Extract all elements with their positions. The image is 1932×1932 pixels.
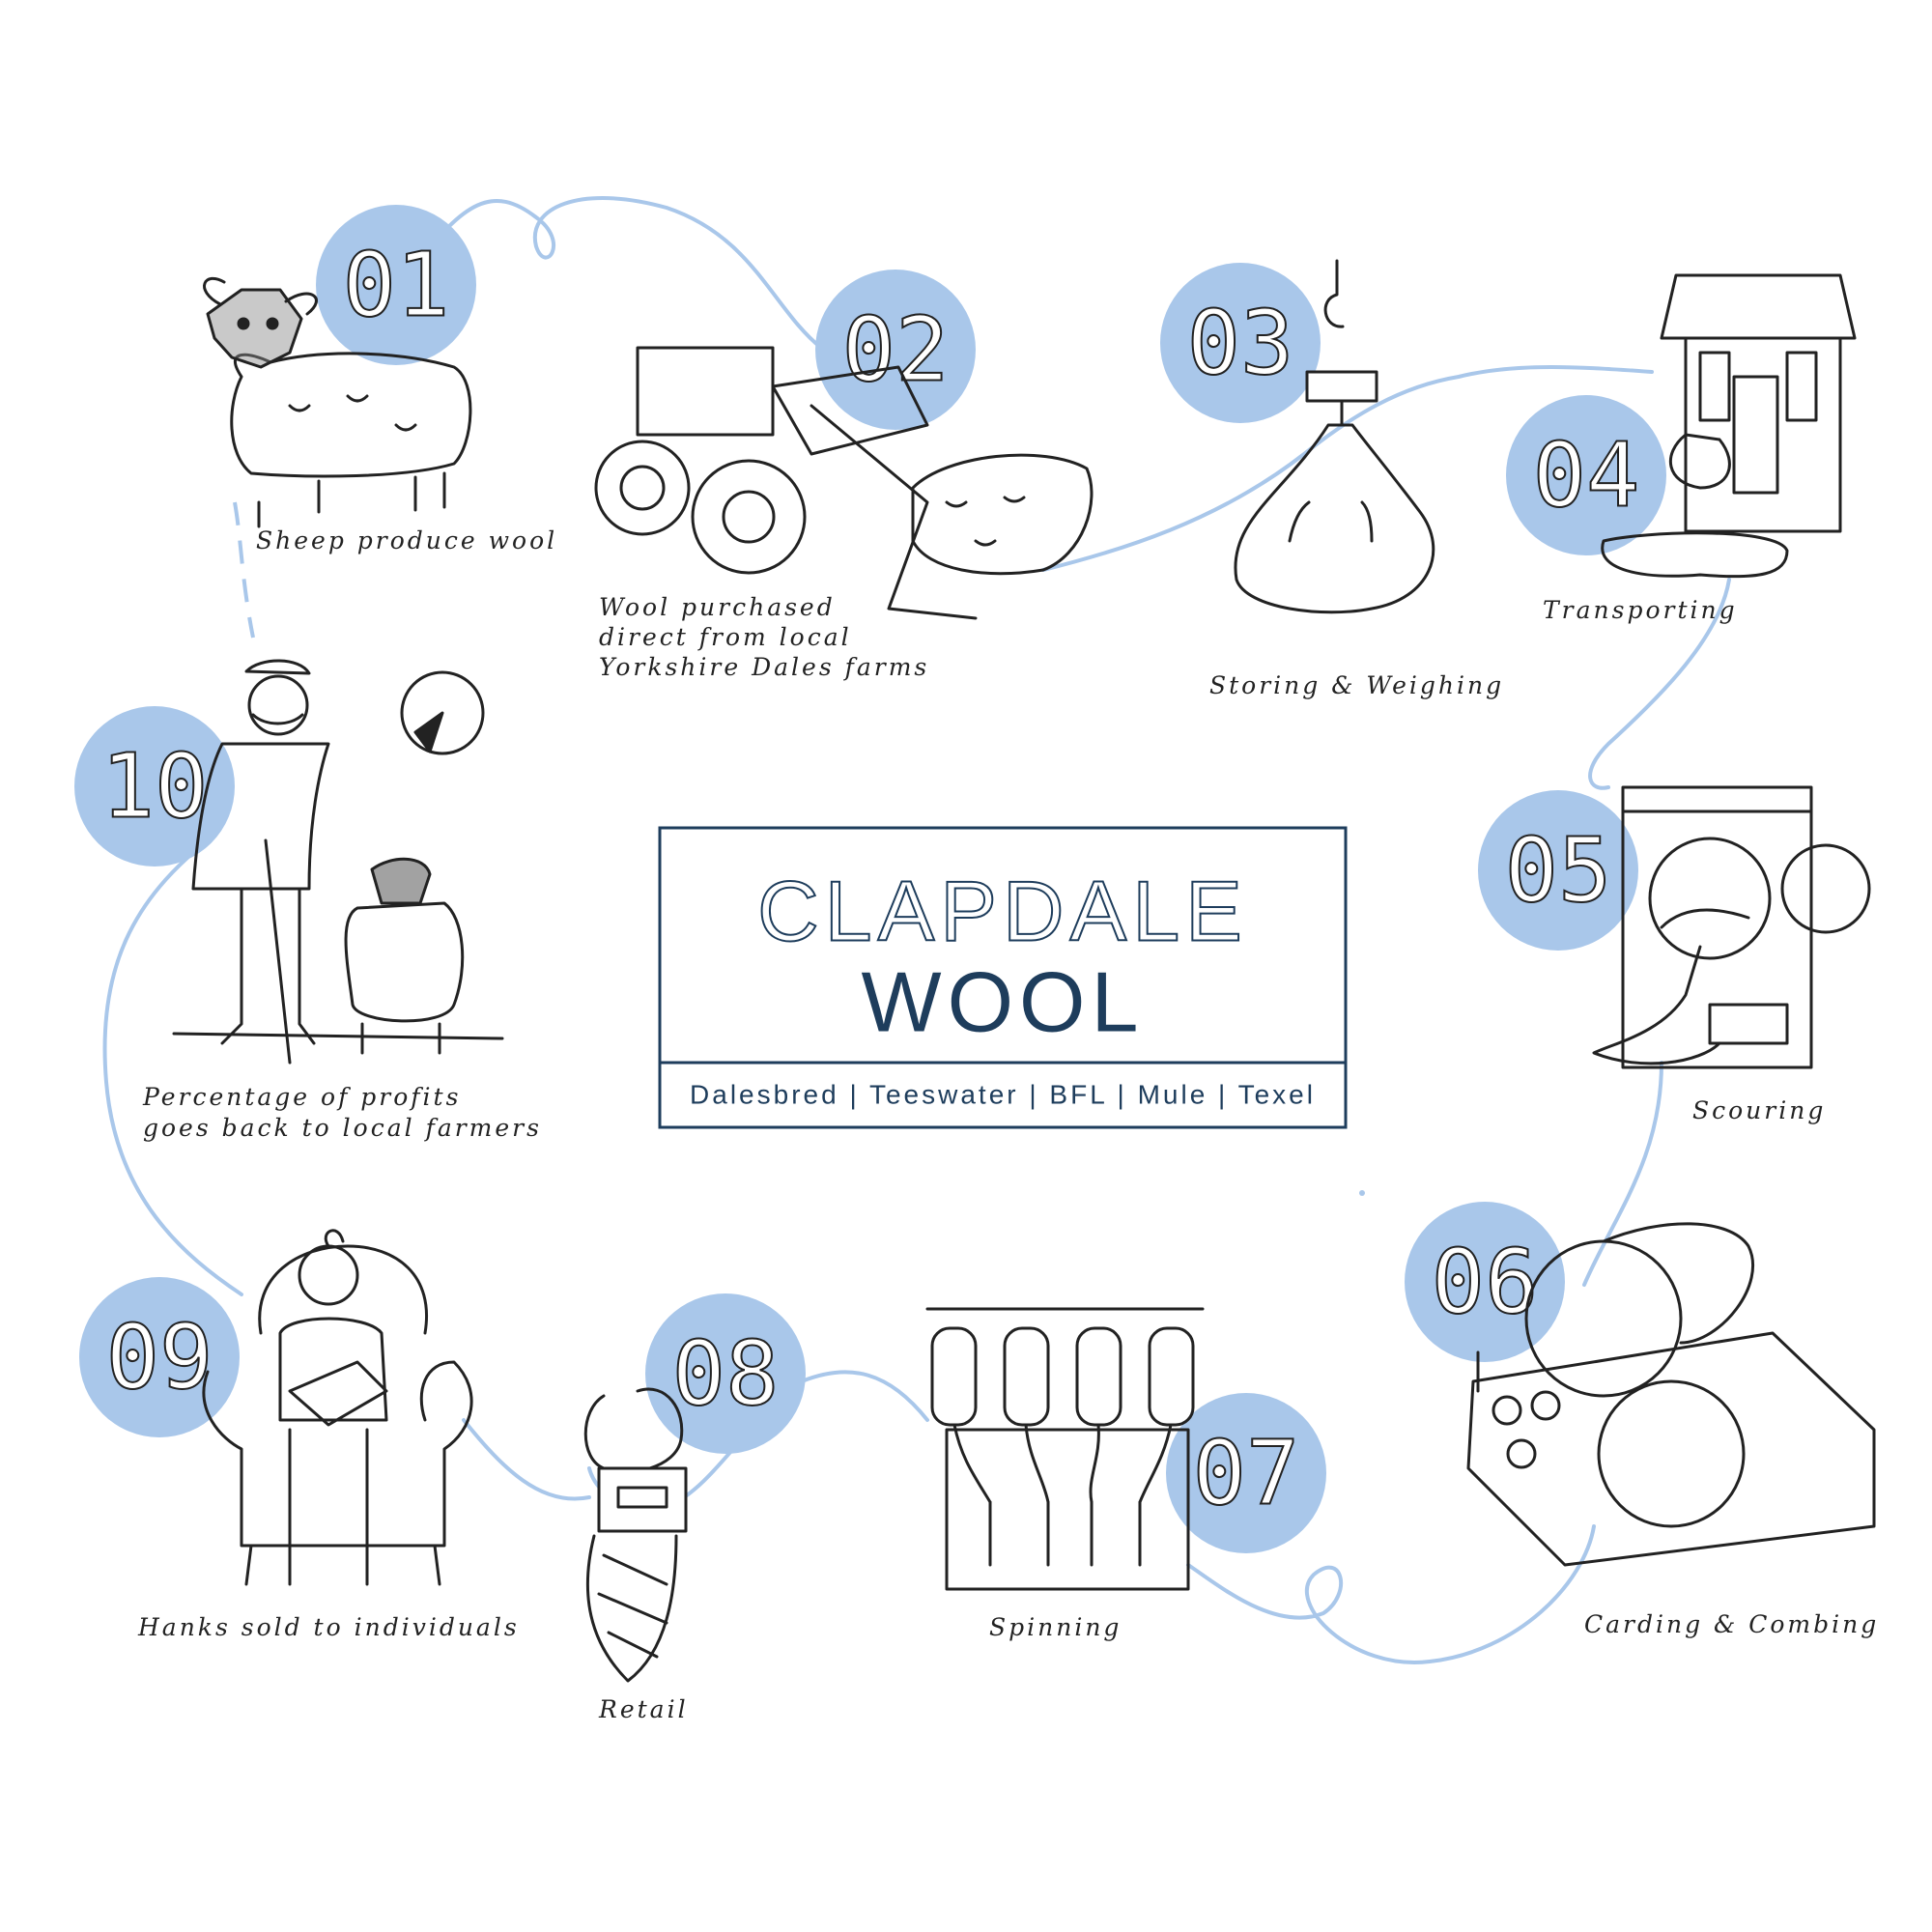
hanging-scale-sack-icon (1234, 259, 1435, 614)
step-01-marker: 01 (316, 205, 476, 365)
step-06-caption: Carding & Combing (1584, 1610, 1879, 1638)
knitting-woman-icon (202, 1229, 473, 1586)
step-10-caption-line-1: Percentage of profits (142, 1083, 461, 1111)
step-05-marker: 05 (1478, 790, 1638, 951)
step-number: 10 (101, 735, 209, 838)
step-number: 02 (842, 298, 950, 402)
thread-dot (1359, 1190, 1365, 1196)
step-number: 03 (1187, 292, 1294, 395)
step-07-marker: 07 (1166, 1393, 1326, 1553)
spinning-frame-icon (925, 1307, 1205, 1591)
step-number: 09 (106, 1306, 213, 1409)
tractor-icon (594, 346, 1094, 620)
step-02-marker: 02 (815, 270, 976, 430)
step-number: 04 (1533, 424, 1640, 527)
step-08-caption: Retail (598, 1695, 689, 1723)
dashed-thread (233, 501, 255, 639)
step-number: 06 (1432, 1231, 1539, 1334)
logo-box: CLAPDALE WOOL Dalesbred | Teeswater | BF… (658, 826, 1348, 1129)
step-07-caption: Spinning (989, 1613, 1122, 1641)
step-03-caption: Storing & Weighing (1209, 671, 1504, 699)
logo-line-2: WOOL (862, 954, 1145, 1050)
step-02-caption-line-2: direct from local (599, 623, 852, 651)
step-03-marker: 03 (1160, 263, 1321, 423)
carding-machine-icon (1466, 1222, 1876, 1567)
step-09-caption: Hanks sold to individuals (137, 1613, 520, 1641)
step-10-marker: 10 (74, 706, 235, 867)
step-06-marker: 06 (1405, 1202, 1565, 1362)
step-04-caption: Transporting (1543, 596, 1738, 624)
step-10-caption-line-2: goes back to local farmers (143, 1114, 542, 1142)
step-01-caption: Sheep produce wool (256, 526, 557, 554)
step-number: 07 (1193, 1422, 1300, 1525)
breed-list: Dalesbred | Teeswater | BFL | Mule | Tex… (690, 1080, 1316, 1110)
step-02-caption-line-1: Wool purchased (599, 593, 836, 621)
farmer-with-sheep-icon (172, 659, 504, 1065)
step-08-marker: 08 (645, 1293, 806, 1454)
mill-building-icon (1601, 273, 1857, 579)
step-05-caption: Scouring (1692, 1096, 1826, 1124)
washing-machine-icon (1592, 785, 1871, 1069)
step-number: 01 (343, 234, 450, 337)
logo-line-1: CLAPDALE (757, 864, 1248, 959)
step-number: 05 (1505, 819, 1612, 923)
yarn-hank-icon (583, 1387, 688, 1683)
step-09-marker: 09 (79, 1277, 240, 1437)
step-04-marker: 04 (1506, 395, 1666, 555)
step-number: 08 (672, 1322, 780, 1426)
step-02-caption-line-3: Yorkshire Dales farms (599, 653, 929, 681)
sheep-icon (203, 276, 472, 528)
